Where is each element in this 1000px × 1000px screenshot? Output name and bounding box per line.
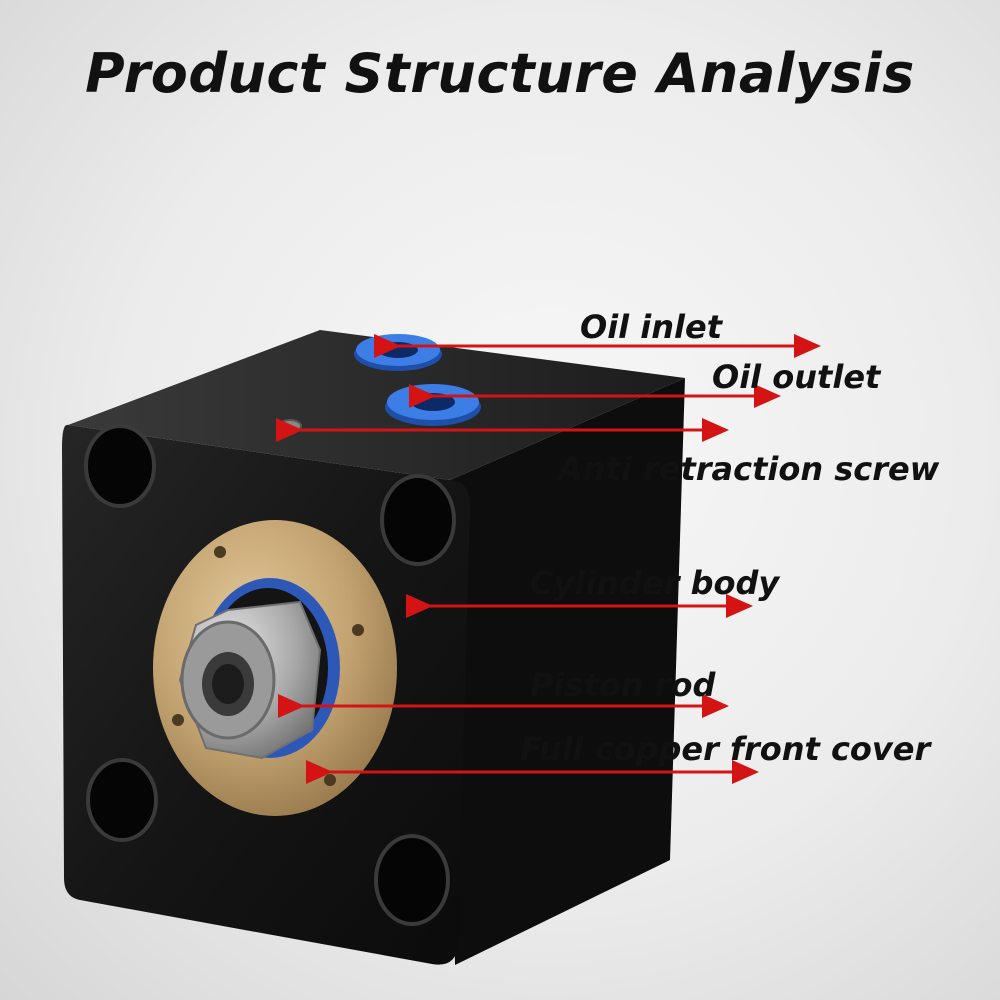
label-cylinder-body: Cylinder body [530,564,780,602]
label-piston-rod: Piston rod [530,666,716,704]
label-front-cover: Full copper front cover [520,730,931,768]
oil-outlet-fitting [385,384,481,426]
anti-retraction-screw [278,419,302,433]
cover-screw-hole [324,774,336,786]
page-title: Product Structure Analysis [85,42,915,105]
cylinder-top-face [68,330,685,480]
cover-screw-hole [172,714,184,726]
mounting-hole-bottom-right [374,834,450,926]
piston-rod [178,600,322,760]
cover-screw-hole [214,546,226,558]
mounting-hole-top-left [84,424,156,508]
mounting-holes [84,424,456,926]
mounting-hole-bottom-left [86,758,158,842]
cylinder-right-face [450,378,685,965]
label-oil-outlet: Oil outlet [712,358,881,396]
mounting-hole-top-right [380,474,456,566]
cover-screw-hole [352,624,364,636]
annotation-arrows [276,334,821,784]
label-anti-retraction-screw: Anti retraction screw [558,450,940,488]
oil-inlet-fitting [354,334,442,371]
label-oil-inlet: Oil inlet [580,308,722,346]
